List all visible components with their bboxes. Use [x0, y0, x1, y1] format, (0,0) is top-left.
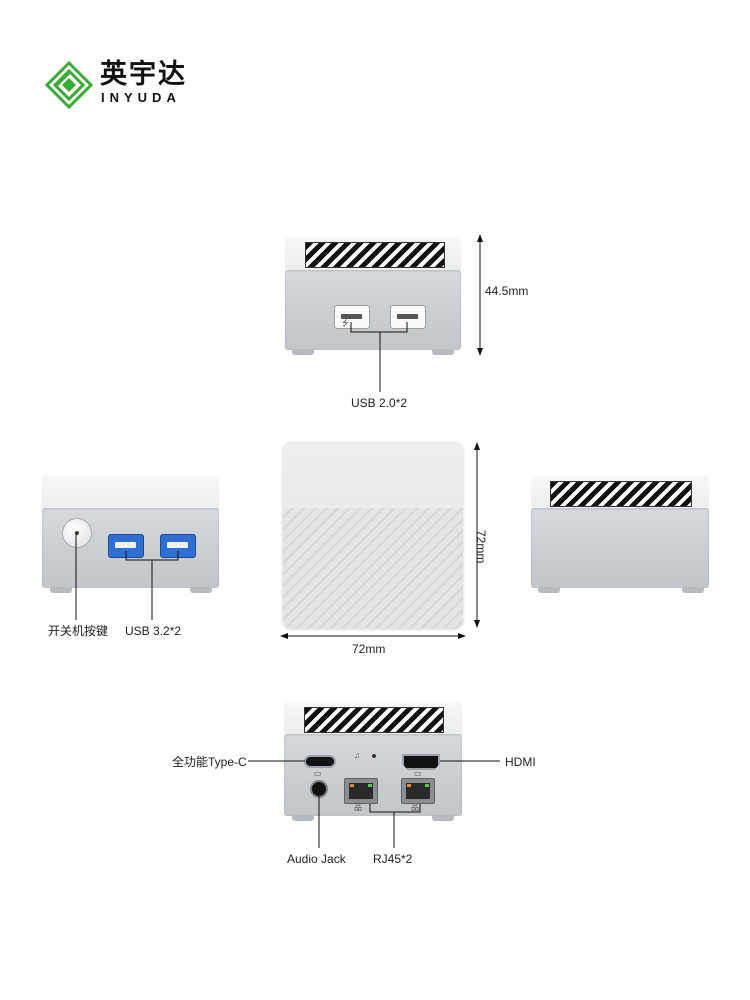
foot — [50, 587, 72, 593]
foot — [292, 815, 314, 821]
top-cap — [42, 476, 219, 510]
usb20-bracket — [350, 322, 408, 333]
typec-icon: ▭ — [314, 769, 322, 778]
foot — [292, 349, 314, 355]
rj45-port-2 — [401, 778, 435, 804]
foot — [538, 587, 560, 593]
width-dimension-label: 72mm — [352, 642, 386, 656]
usb20-label: USB 2.0*2 — [351, 396, 408, 410]
power-button — [62, 518, 92, 548]
height-dimension-label: 44.5mm — [485, 284, 529, 298]
foot — [682, 587, 704, 593]
rj45-port-1 — [344, 778, 378, 804]
usb2-port-1 — [334, 305, 370, 329]
audio-jack-label: Audio Jack — [287, 852, 346, 866]
device-body — [531, 508, 709, 588]
headphone-icon: ♫ — [354, 751, 360, 760]
typec-label: 全功能Type-C — [172, 755, 247, 769]
usb2-port-2 — [390, 305, 426, 329]
vent-grille — [550, 481, 692, 507]
vent-grille — [305, 242, 445, 268]
brand-logo-icon — [44, 60, 94, 110]
hdmi-icon: ▭ — [414, 769, 422, 778]
rj45-bracket — [369, 804, 421, 813]
foot — [190, 587, 212, 593]
mic-hole — [372, 754, 376, 758]
foot — [432, 349, 454, 355]
brand-name-cn: 英宇达 — [100, 59, 187, 90]
usb32-label: USB 3.2*2 — [125, 624, 182, 638]
hdmi-port — [402, 754, 440, 770]
usb32-bracket — [125, 551, 179, 561]
power-icon — [75, 531, 79, 535]
device-body — [285, 270, 461, 350]
vent-grille — [304, 707, 444, 733]
hdmi-label: HDMI — [505, 755, 536, 769]
usb-icon: ⭍ — [342, 319, 349, 328]
ethernet-icon: 品 — [411, 803, 419, 812]
top-plate-view — [283, 442, 463, 628]
depth-dimension-label: 72mm — [474, 530, 488, 564]
rj45-label: RJ45*2 — [373, 852, 413, 866]
top-plate-texture — [283, 508, 463, 628]
brand-name-en: INYUDA — [101, 90, 181, 105]
power-button-label: 开关机按键 — [48, 624, 109, 638]
ethernet-icon: 品 — [354, 803, 362, 812]
foot — [432, 815, 454, 821]
